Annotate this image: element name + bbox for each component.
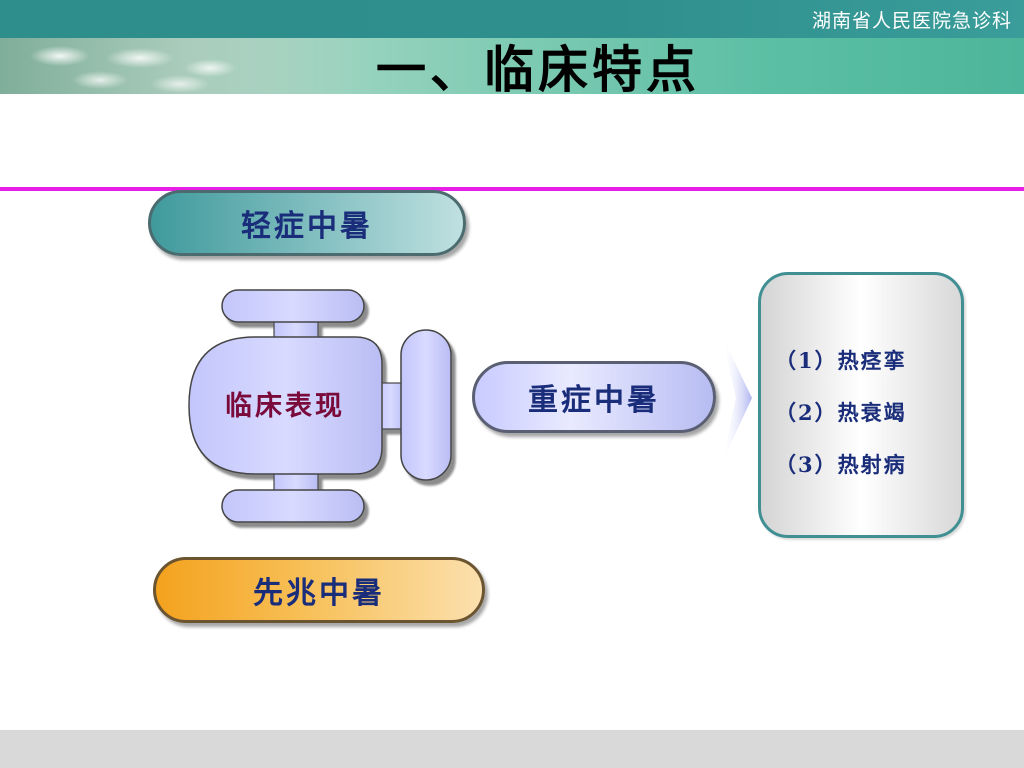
arrow-shape	[722, 336, 752, 462]
list-item: （3）热射病	[775, 452, 907, 477]
banner-photo	[0, 38, 360, 94]
header-bar	[0, 0, 1024, 38]
center-node-shape	[188, 289, 452, 523]
top-rounded-bar	[221, 289, 365, 323]
severe-heatstroke-label: 重症中暑	[528, 383, 660, 418]
aura-heatstroke-node: 先兆中暑	[153, 557, 485, 623]
bottom-rounded-bar	[221, 489, 365, 523]
center-body	[188, 336, 383, 475]
severe-types-box: （1）热痉挛 （2）热衰竭 （3）热射病	[758, 272, 964, 538]
footer-bar	[0, 730, 1024, 768]
list-item: （2）热衰竭	[775, 400, 907, 425]
center-node-label: 临床表现	[225, 391, 345, 422]
severe-heatstroke-node: 重症中暑	[472, 361, 716, 433]
mild-heatstroke-node: 轻症中暑	[148, 190, 466, 256]
header-divider	[0, 187, 1024, 191]
organization-name: 湖南省人民医院急诊科	[811, 10, 1012, 32]
right-rounded-bar	[400, 329, 452, 481]
list-item: （1）热痉挛	[775, 348, 907, 373]
mild-heatstroke-label: 轻症中暑	[241, 209, 373, 244]
aura-heatstroke-label: 先兆中暑	[253, 576, 385, 611]
page-title: 一、临床特点	[376, 40, 700, 99]
